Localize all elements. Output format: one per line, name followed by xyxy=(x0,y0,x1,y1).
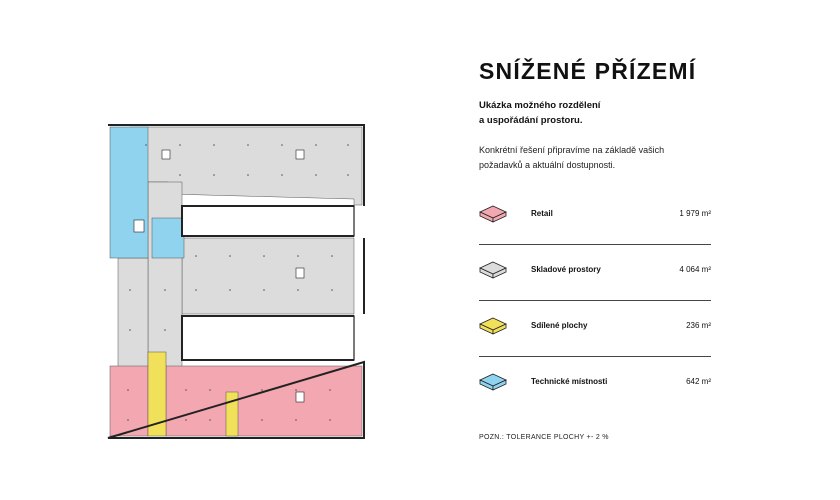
legend-label: Sdílené plochy xyxy=(531,321,588,330)
storage-zone-lobby xyxy=(117,257,149,371)
shared-zone-corridor xyxy=(147,351,167,437)
technical-zone-core xyxy=(151,217,185,259)
core-south xyxy=(295,391,305,403)
legend-area: 642 m² xyxy=(686,377,711,386)
column-grid xyxy=(127,144,349,421)
legend-divider xyxy=(479,356,711,357)
tolerance-note: POZN.: TOLERANCE PLOCHY +- 2 % xyxy=(479,434,609,441)
subtitle-line-1: Ukázka možného rozdělení xyxy=(479,100,601,111)
subtitle-line-2: a uspořádání prostoru. xyxy=(479,115,583,126)
cores xyxy=(133,149,305,403)
storage-zone-central xyxy=(181,237,355,315)
core-central xyxy=(133,219,145,233)
legend-item-technical: Technické místnosti 642 m² xyxy=(479,364,711,420)
legend-item-shared: Sdílené plochy 236 m² xyxy=(479,308,711,364)
subtitle: Ukázka možného rozdělení a uspořádání pr… xyxy=(479,98,739,128)
legend-label: Skladové prostory xyxy=(531,265,601,274)
technical-swatch-icon xyxy=(479,373,507,391)
legend-divider xyxy=(479,300,711,301)
legend-area: 236 m² xyxy=(686,321,711,330)
legend-item-retail: Retail 1 979 m² xyxy=(479,196,711,252)
retail-zone-west xyxy=(109,365,149,437)
retail-swatch-icon xyxy=(479,205,507,223)
outer-wall xyxy=(107,124,365,439)
technical-zones xyxy=(109,126,185,259)
legend-divider xyxy=(479,244,711,245)
legend-area: 4 064 m² xyxy=(679,265,711,274)
core-north xyxy=(161,149,171,160)
floor-plan xyxy=(107,124,365,439)
description-line-1: Konkrétní řešení připravíme na základě v… xyxy=(479,145,665,155)
retail-zone-east xyxy=(165,365,363,437)
page-title: SNÍŽENÉ PŘÍZEMÍ xyxy=(479,58,697,84)
technical-zone-west xyxy=(109,126,149,259)
description: Konkrétní řešení připravíme na základě v… xyxy=(479,143,739,173)
legend: Retail 1 979 m² Skladové prostory 4 064 … xyxy=(479,196,711,420)
shared-swatch-icon xyxy=(479,317,507,335)
storage-swatch-icon xyxy=(479,261,507,279)
storage-zone-spine xyxy=(147,181,183,371)
courtyard-south xyxy=(181,315,355,361)
core-central-east xyxy=(295,267,305,279)
legend-label: Retail xyxy=(531,209,553,218)
shared-zone-stair xyxy=(225,391,239,437)
legend-area: 1 979 m² xyxy=(679,209,711,218)
shared-zones xyxy=(147,351,239,437)
legend-label: Technické místnosti xyxy=(531,377,608,386)
legend-item-storage: Skladové prostory 4 064 m² xyxy=(479,252,711,308)
courtyard-north xyxy=(181,205,355,237)
core-north-east xyxy=(295,149,305,160)
description-line-2: požadavků a aktuální dostupnosti. xyxy=(479,160,616,170)
